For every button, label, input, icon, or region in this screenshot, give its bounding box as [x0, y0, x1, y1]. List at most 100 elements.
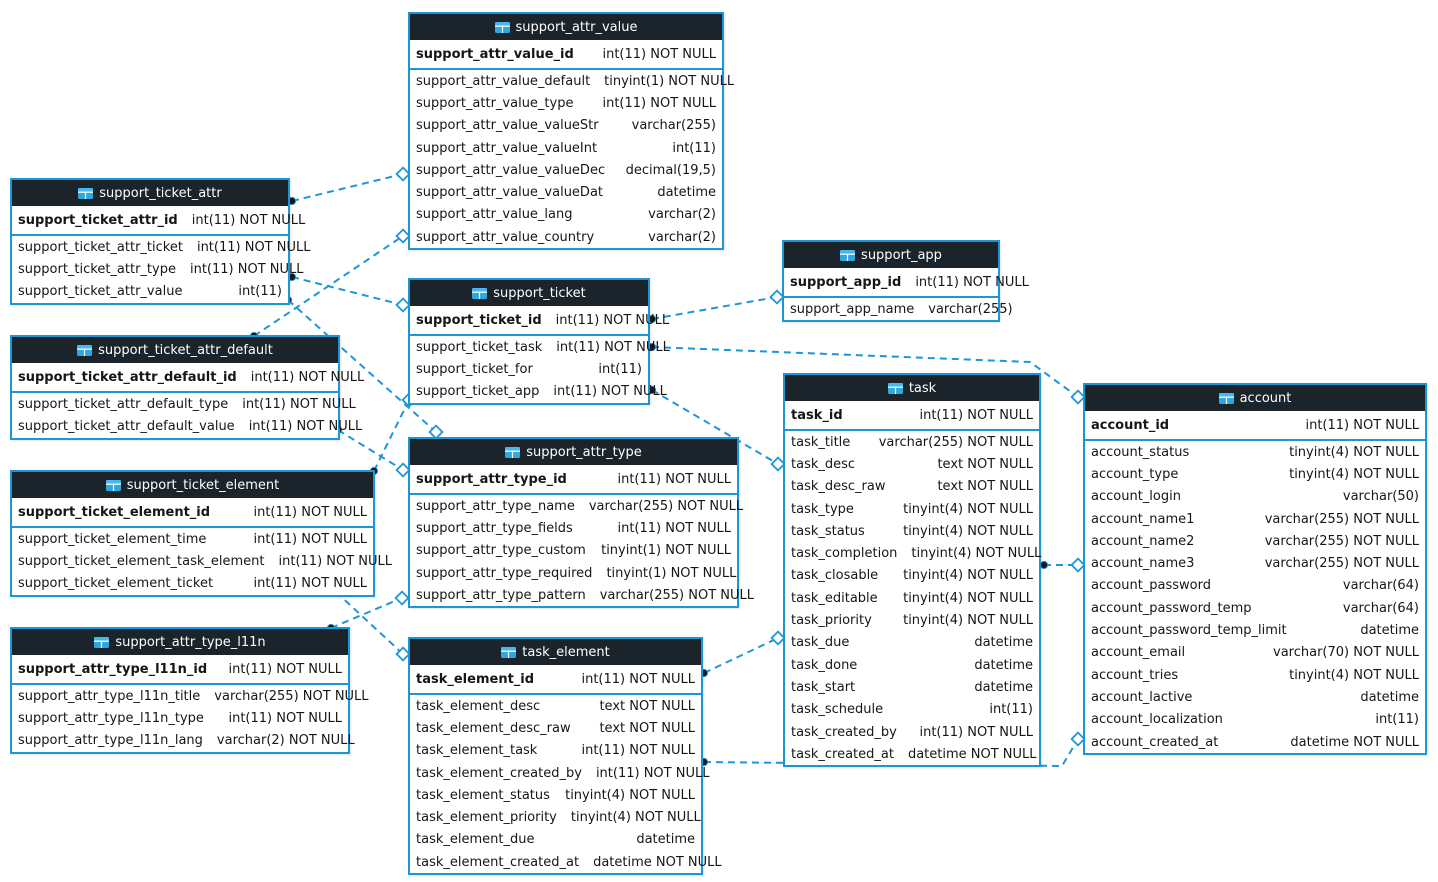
column-type: int(11) NOT NULL [1305, 418, 1419, 433]
reference-end-diamond [395, 646, 411, 662]
table-account[interactable]: account account_id int(11) NOT NULL acco… [1083, 383, 1427, 756]
reference-end-diamond [395, 297, 411, 313]
column-type: varchar(255) NOT NULL [878, 434, 1033, 450]
table-support_attr_type_l11n[interactable]: support_attr_type_l11n support_attr_type… [10, 627, 369, 754]
relationship-support_ticket_attr-to-support_ticket[interactable] [287, 272, 411, 313]
column-type: varchar(255) NOT NULL [1264, 533, 1419, 549]
column-name: support_attr_type_l11n_lang [18, 733, 203, 749]
reference-end-diamond [395, 166, 411, 182]
column-type: int(11) NOT NULL [189, 261, 304, 277]
column-name: task_due [791, 635, 850, 651]
table-task[interactable]: task task_id int(11) NOT NULL task_title… [783, 373, 1041, 768]
column-name: task_status [791, 523, 865, 539]
relationship-task-to-account[interactable] [1039, 557, 1086, 573]
table-title: support_ticket_attr [99, 185, 222, 201]
column-type: tinyint(1) NOT NULL [604, 73, 735, 89]
fk-end-dot [1039, 560, 1049, 570]
column-name: task_priority [791, 613, 872, 629]
table-support_ticket_attr[interactable]: support_ticket_attr support_ticket_attr_… [10, 178, 310, 305]
column-row-account_name3: account_name3 varchar(255) NOT NULL [1085, 552, 1425, 574]
table-header: task_element [410, 639, 701, 666]
table-title: account [1239, 390, 1292, 406]
table-task_element[interactable]: task_element task_element_id int(11) NOT… [408, 637, 722, 876]
column-name: support_ticket_app [416, 384, 540, 400]
column-type: int(11) [1375, 712, 1419, 728]
column-type: varchar(64) [1342, 600, 1419, 616]
column-type: int(11) NOT NULL [253, 505, 367, 520]
table-header: task [785, 375, 1039, 402]
table-title: support_attr_type_l11n [115, 634, 266, 650]
primary-key-row: support_attr_type_id int(11) NOT NULL [410, 466, 737, 493]
column-type: int(11) NOT NULL [581, 743, 695, 759]
column-type: int(11) NOT NULL [553, 384, 667, 400]
column-name: task_element_desc [416, 698, 541, 714]
column-name: task_element_created_by [416, 765, 582, 781]
column-name: account_name3 [1091, 556, 1195, 572]
primary-key-section: support_app_id int(11) NOT NULL [784, 269, 1029, 298]
relationship-support_ticket-to-support_app[interactable] [647, 289, 785, 324]
primary-key-row: support_ticket_attr_id int(11) NOT NULL [12, 207, 305, 234]
column-type: int(11) NOT NULL [191, 213, 306, 228]
table-support_attr_value[interactable]: support_attr_value support_attr_value_id… [408, 12, 734, 251]
relationship-support_ticket-to-task[interactable] [647, 385, 786, 472]
table-title: support_ticket [493, 285, 586, 301]
column-name: task_schedule [791, 702, 884, 718]
column-name: account_password [1091, 578, 1212, 594]
column-name: task_element_due [416, 832, 535, 848]
column-name: support_ticket_element_id [18, 505, 211, 520]
column-type: text NOT NULL [937, 479, 1033, 495]
column-type: int(11) NOT NULL [228, 710, 342, 726]
table-title: support_ticket_attr_default [98, 342, 273, 358]
table-support_ticket_element[interactable]: support_ticket_element support_ticket_el… [10, 470, 392, 597]
table-icon [840, 249, 856, 261]
table-icon [472, 287, 488, 299]
relationship-support_attr_type_l11n-to-support_attr_type[interactable] [326, 590, 410, 633]
table-title: support_attr_type [526, 444, 642, 460]
primary-key-row: support_app_id int(11) NOT NULL [784, 269, 1029, 296]
table-icon [887, 382, 903, 394]
column-type: varchar(255) [928, 301, 1013, 317]
primary-key-row: support_attr_type_l11n_id int(11) NOT NU… [12, 656, 348, 683]
relationship-support_ticket-to-account[interactable] [647, 342, 1086, 405]
column-type: tinyint(4) NOT NULL [1289, 667, 1419, 683]
table-header: support_attr_type [410, 439, 737, 466]
column-type: int(11) NOT NULL [915, 275, 1029, 290]
table-support_app[interactable]: support_app support_app_id int(11) NOT N… [782, 240, 1029, 323]
primary-key-section: support_attr_type_id int(11) NOT NULL [410, 466, 737, 495]
column-name: support_attr_value_valueDat [416, 185, 604, 201]
column-name: task_element_id [416, 672, 535, 687]
column-type: varchar(255) NOT NULL [1264, 556, 1419, 572]
column-type: tinyint(4) NOT NULL [570, 810, 701, 826]
column-name: support_ticket_id [416, 313, 542, 328]
table-support_ticket_attr_default[interactable]: support_ticket_attr_default support_tick… [10, 335, 364, 440]
relationship-task_element-to-task[interactable] [699, 630, 786, 678]
column-type: tinyint(1) NOT NULL [601, 543, 731, 559]
column-name: support_ticket_attr_default_type [18, 396, 229, 412]
column-name: support_attr_value_id [416, 47, 574, 62]
table-support_attr_type[interactable]: support_attr_type support_attr_type_id i… [408, 437, 754, 609]
relationship-support_ticket_attr-to-support_attr_value[interactable] [287, 166, 411, 206]
column-type: varchar(255) NOT NULL [588, 498, 744, 514]
column-name: task_created_by [791, 724, 897, 740]
column-name: account_password_temp_limit [1091, 623, 1287, 639]
table-support_ticket[interactable]: support_ticket support_ticket_id int(11)… [408, 278, 670, 405]
